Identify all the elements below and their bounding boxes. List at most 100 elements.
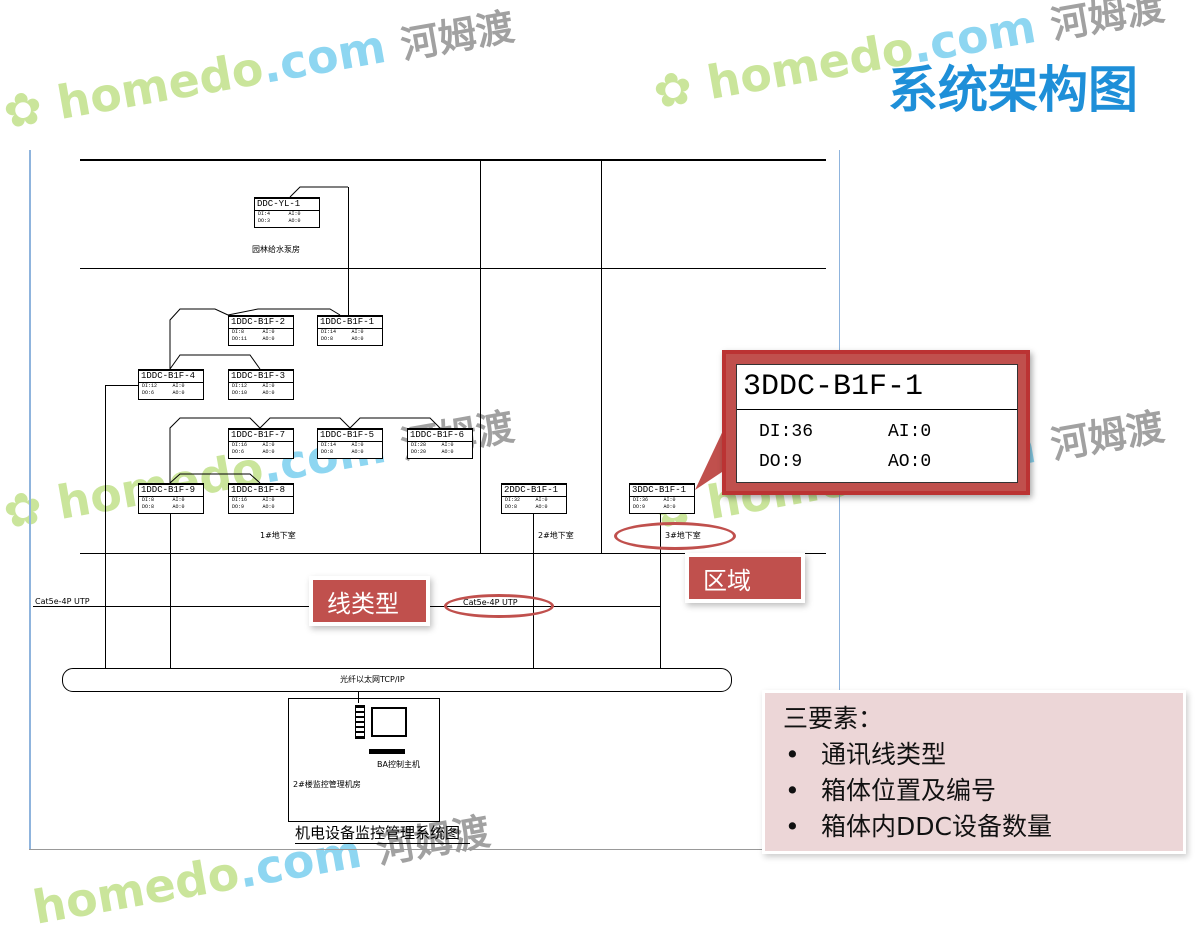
ddc-point-count: DI:4 [258, 211, 271, 217]
ddc-name: 1DDC-B1F-7 [229, 430, 293, 442]
ddc-point-count: DI:8 [232, 329, 245, 335]
zone-label: 园林给水泵房 [252, 245, 300, 254]
ddc-point-count: AI:0 [262, 497, 275, 503]
ddc-point-count: AO:0 [262, 390, 275, 396]
ddc-point-count: DO:8 [321, 449, 334, 455]
ddc-point-count: DO:8 [505, 504, 518, 510]
summary-item-text: 箱体内DDC设备数量 [821, 812, 1052, 841]
ddc-point-count: AO:0 [663, 504, 676, 510]
ddc-point-count: AI:0 [663, 497, 676, 503]
zoom-controller-name: 3DDC-B1F-1 [737, 365, 1017, 410]
zoom-ao: AO:0 [888, 452, 932, 472]
connection-lines [169, 186, 441, 484]
highlight-ellipse [614, 522, 736, 550]
control-room: BA控制主机 2#楼监控管理机房 [288, 691, 440, 822]
summary-item-text: 通讯线类型 [821, 740, 947, 769]
summary-item: •箱体内DDC设备数量 [785, 812, 1052, 841]
ddc-point-count: AO:0 [351, 449, 364, 455]
ddc-point-count: AO:0 [288, 218, 301, 224]
ddc-name: 1DDC-B1F-4 [139, 371, 203, 383]
ddc-point-count: DI:14 [321, 442, 337, 448]
summary-item: •箱体位置及编号 [785, 776, 997, 805]
ddc-name: 1DDC-B1F-1 [318, 317, 382, 329]
ddc-point-count: AI:0 [441, 442, 454, 448]
slide-title: 系统架构图 [888, 61, 1138, 119]
callout-line-type: 线类型 [313, 580, 426, 622]
ddc-point-count: DO:6 [232, 449, 245, 455]
ddc-point-count: AI:0 [288, 211, 301, 217]
ddc-point-count: AO:0 [172, 390, 185, 396]
ddc-point-count: DO:11 [232, 336, 248, 342]
ddc-point-count: AI:0 [172, 383, 185, 389]
ddc-name: 1DDC-B1F-9 [139, 485, 203, 497]
ddc-point-count: DI:16 [232, 497, 248, 503]
zone-label: 1#地下室 [260, 531, 296, 540]
ddc-point-count: AO:0 [172, 504, 185, 510]
host-label: BA控制主机 [377, 760, 420, 769]
ddc-point-count: AO:0 [262, 336, 275, 342]
ddc-point-count: AO:0 [262, 504, 275, 510]
ddc-point-count: AI:0 [535, 497, 548, 503]
summary-item: •通讯线类型 [785, 740, 947, 769]
ddc-point-count: AI:0 [172, 497, 185, 503]
ddc-point-count: AI:0 [262, 383, 275, 389]
ddc-point-count: AO:0 [441, 449, 454, 455]
ddc-point-count: DO:9 [232, 504, 245, 510]
ddc-point-count: DI:36 [633, 497, 649, 503]
ddc-name: DDC-YL-1 [255, 199, 319, 211]
zoom-ai: AI:0 [888, 422, 932, 442]
computer-tower-icon [355, 705, 365, 739]
ddc-point-count: DI:28 [411, 442, 427, 448]
monitor-icon [371, 707, 407, 737]
ddc-name: 2DDC-B1F-1 [502, 485, 566, 497]
ddc-point-count: DI:14 [321, 329, 337, 335]
ddc-point-count: DO:20 [411, 449, 427, 455]
zoom-do: DO:9 [759, 452, 803, 472]
ddc-point-count: DI:32 [505, 497, 521, 503]
ddc-point-count: DO:8 [142, 504, 155, 510]
ddc-name: 1DDC-B1F-6 [408, 430, 472, 442]
ddc-point-count: DO:6 [142, 390, 155, 396]
ddc-point-count: AO:0 [262, 449, 275, 455]
summary-heading: 三要素： [783, 704, 884, 733]
summary-item-text: 箱体位置及编号 [821, 776, 997, 805]
ddc-point-count: DI:12 [232, 383, 248, 389]
callout-area: 区域 [689, 557, 801, 599]
zoom-di: DI:36 [759, 422, 814, 442]
highlight-ellipse [444, 594, 554, 618]
ddc-point-count: DI:16 [232, 442, 248, 448]
ddc-name: 1DDC-B1F-5 [318, 430, 382, 442]
room-label: 2#楼监控管理机房 [293, 780, 361, 789]
cable-label: Cat5e-4P UTP [35, 597, 90, 606]
summary-box: 三要素： •通讯线类型 •箱体位置及编号 •箱体内DDC设备数量 [765, 693, 1183, 851]
ddc-point-count: AO:0 [535, 504, 548, 510]
zone-label: 2#地下室 [538, 531, 574, 540]
ddc-name: 3DDC-B1F-1 [630, 485, 694, 497]
ddc-name: 1DDC-B1F-3 [229, 371, 293, 383]
ddc-point-count: DO:9 [633, 504, 646, 510]
network-bus [62, 668, 732, 692]
ddc-name: 1DDC-B1F-2 [229, 317, 293, 329]
ddc-point-count: AI:0 [351, 442, 364, 448]
ddc-point-count: AI:0 [262, 442, 275, 448]
ddc-point-count: AI:0 [351, 329, 364, 335]
bus-label: 光纤以太网TCP/IP [340, 675, 405, 684]
diagram-title: 机电设备监控管理系统图 [295, 822, 470, 844]
ddc-point-count: AO:0 [351, 336, 364, 342]
keyboard-icon [369, 749, 405, 754]
ddc-point-count: DO:8 [321, 336, 334, 342]
ddc-name: 1DDC-B1F-8 [229, 485, 293, 497]
ddc-point-count: DO:3 [258, 218, 271, 224]
ddc-point-count: AI:0 [262, 329, 275, 335]
ddc-point-count: DI:8 [142, 497, 155, 503]
